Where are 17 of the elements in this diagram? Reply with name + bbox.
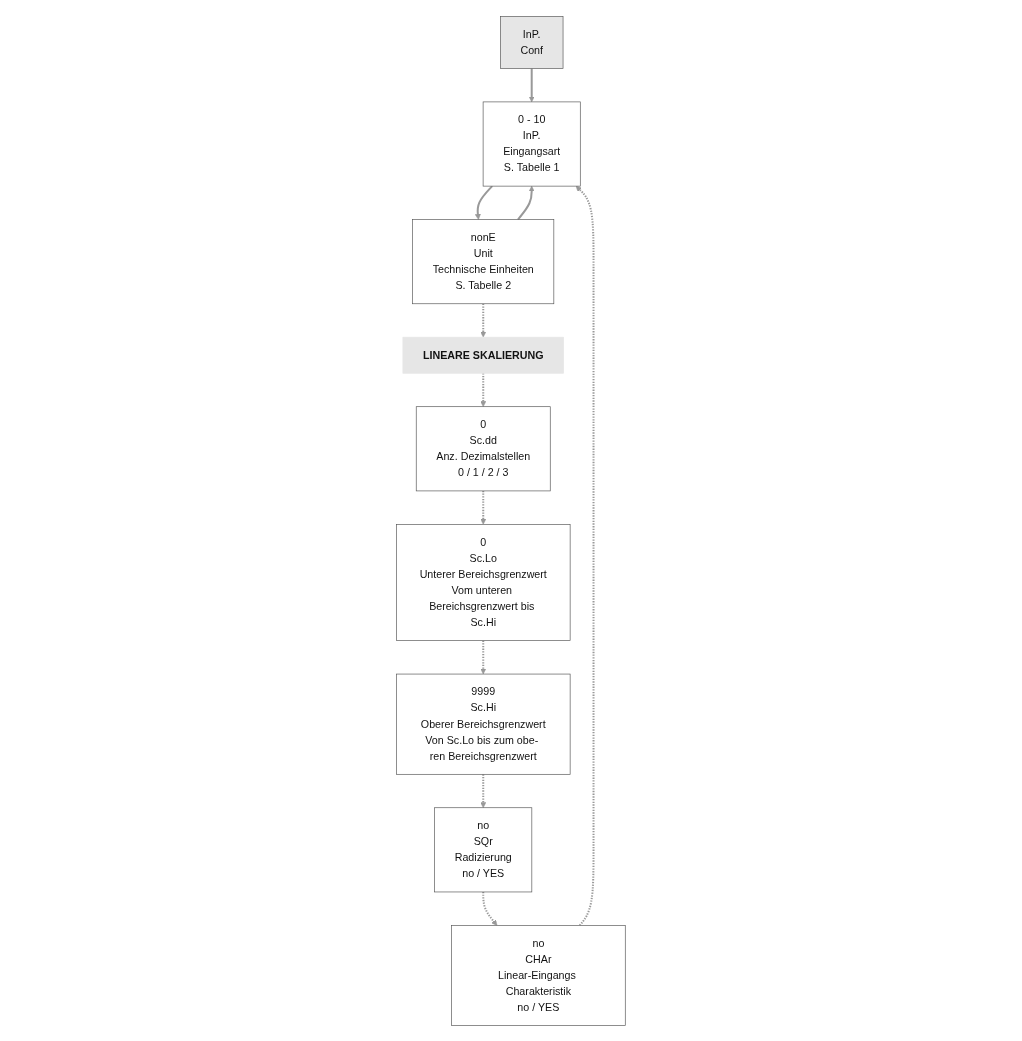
node-box: LINEARE SKALIERUNG bbox=[402, 336, 565, 374]
arrow bbox=[517, 185, 535, 220]
node-box: 9999 Sc.Hi Oberer Bereichsgrenzwert Von Sc.Lo bis zum obe- ren Bereichsgrenzwert bbox=[396, 673, 571, 775]
arrow bbox=[480, 640, 487, 674]
arrow bbox=[528, 68, 535, 102]
node-box: no SQr Radizierung no / YES bbox=[434, 806, 533, 892]
arrow bbox=[480, 372, 487, 407]
node-box: no CHAr Linear-Eingangs Charakteristik no / YES bbox=[451, 924, 626, 1026]
arrow bbox=[575, 185, 595, 926]
node-box: 0 - 10 InP. Eingangsart S. Tabelle 1 bbox=[482, 101, 581, 186]
node-box: 0 Sc.Lo Unterer Bereichsgrenzwert Vom unteren Bereichsgrenzwert bis Sc.Hi bbox=[396, 523, 571, 641]
arrow bbox=[480, 303, 487, 337]
node-box: InP. Conf bbox=[500, 15, 564, 69]
arrow bbox=[475, 184, 494, 220]
node-box: 0 Sc.dd Anz. Dezimalstellen 0 / 1 / 2 / 3 bbox=[416, 405, 551, 491]
arrow bbox=[480, 773, 487, 808]
node-box: nonE Unit Technische Einheiten S. Tabelle 2 bbox=[412, 218, 555, 304]
